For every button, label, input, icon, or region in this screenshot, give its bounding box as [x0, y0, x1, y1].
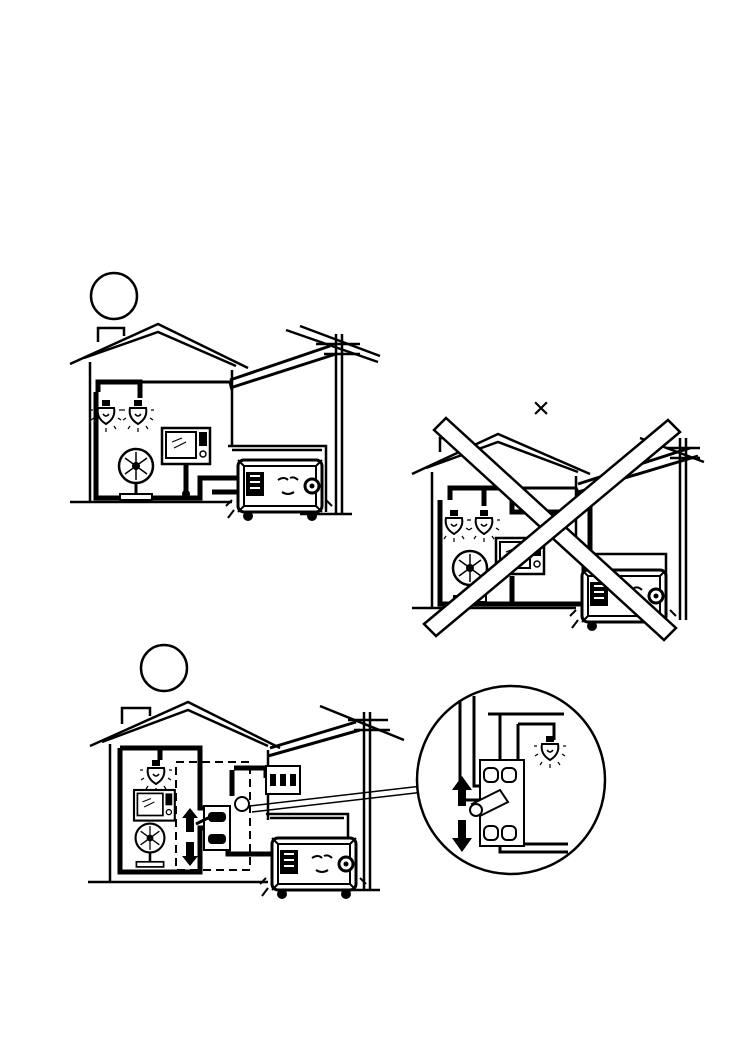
meter-box-icon: [266, 766, 300, 794]
transfer-switch-icon: [196, 797, 249, 850]
fan-icon: [119, 449, 153, 500]
cross-out-icon: [424, 418, 680, 640]
magnifier-callout-icon: [417, 686, 605, 874]
television-icon: [134, 790, 175, 821]
television-icon: [162, 428, 210, 464]
light-bulb-icon: [438, 510, 470, 542]
generator-icon: [226, 460, 332, 521]
light-bulb-icon: [122, 400, 154, 432]
switch-direction-arrow-icon: [182, 808, 198, 866]
panel-incorrect: ×: [412, 392, 704, 640]
verdict-mark-incorrect: ×: [532, 392, 550, 425]
verdict-circle-transfer-switch: [141, 645, 187, 691]
panel-correct: [70, 273, 380, 521]
verdict-circle-correct: [91, 273, 137, 319]
fan-icon: [136, 824, 165, 867]
panel-transfer-switch: [88, 645, 605, 899]
light-bulb-icon: [140, 760, 172, 792]
